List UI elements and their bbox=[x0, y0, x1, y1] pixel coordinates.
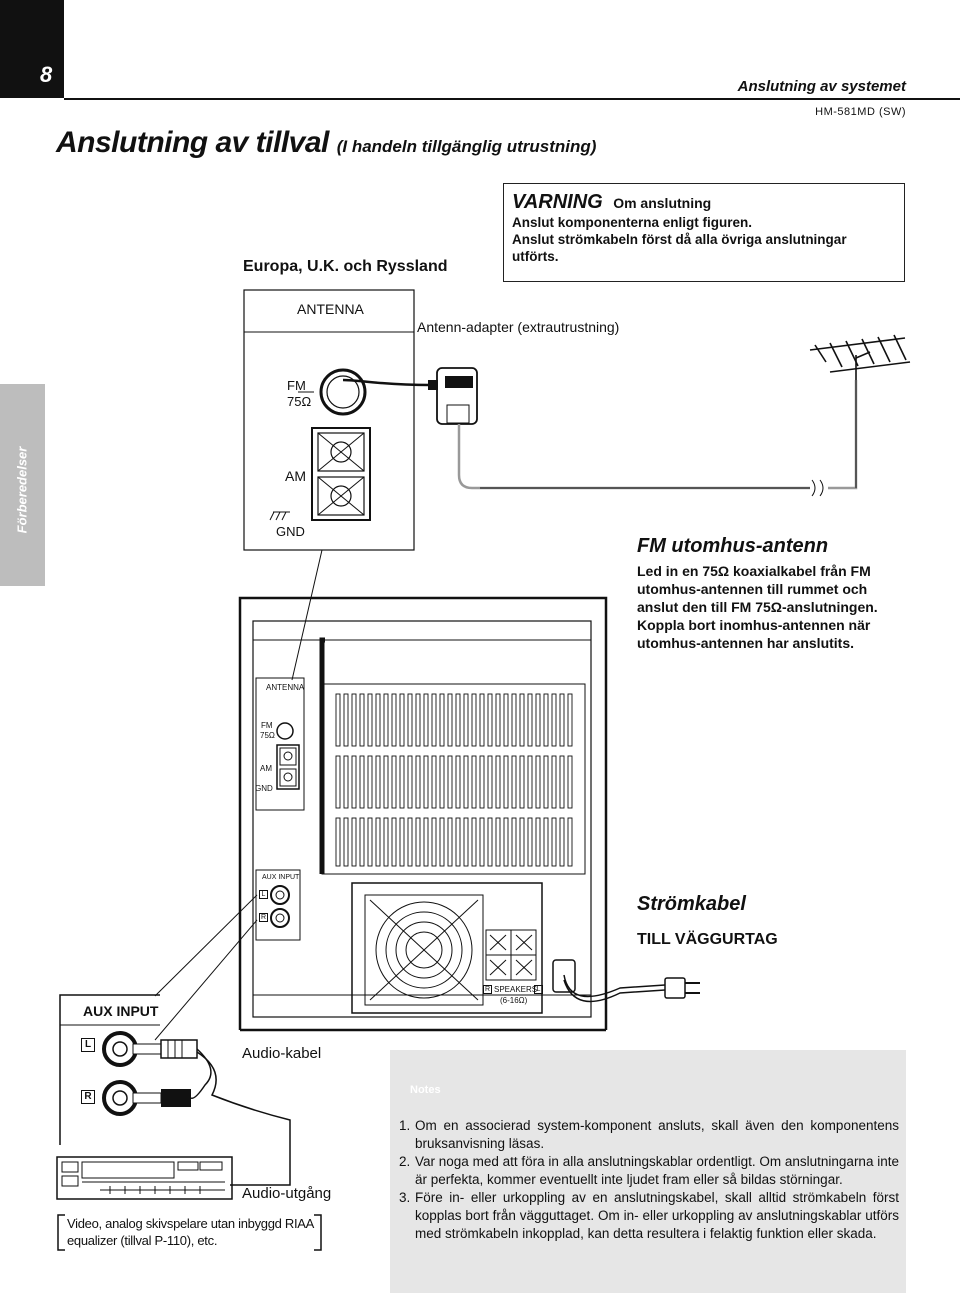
rear-speakers-l: L bbox=[534, 985, 543, 994]
note-number: 1. bbox=[399, 1118, 411, 1133]
warning-subtitle: Om anslutning bbox=[613, 195, 712, 211]
page-title-sub: (I handeln tillgänglig utrustning) bbox=[336, 137, 597, 156]
power-cable-title: Strömkabel bbox=[637, 893, 746, 915]
power-cable-subtitle: TILL VÄGGURTAG bbox=[637, 931, 778, 948]
rear-am-label: AM bbox=[260, 764, 272, 773]
rear-fm-ohm-label: 75Ω bbox=[260, 731, 275, 740]
audio-out-label: Audio-utgång bbox=[242, 1185, 332, 1202]
rear-speakers-r: R bbox=[483, 985, 492, 994]
rear-aux-label: AUX INPUT bbox=[262, 874, 300, 881]
audio-cable-plugs bbox=[132, 1039, 291, 1186]
page-number: 8 bbox=[40, 62, 53, 87]
fm-antenna-text: Led in en 75Ω koaxialkabel från FM utomh… bbox=[637, 562, 912, 652]
note-item: 1. Om en associerad system-komponent ans… bbox=[399, 1117, 899, 1153]
note-text: Var noga med att föra in alla anslutning… bbox=[415, 1154, 899, 1187]
page-number-box bbox=[0, 0, 64, 98]
notes-list: 1. Om en associerad system-komponent ans… bbox=[399, 1117, 899, 1243]
am-label: AM bbox=[285, 468, 306, 484]
gnd-symbol bbox=[269, 511, 290, 521]
warning-line: Anslut komponenterna enligt figuren. bbox=[512, 215, 753, 230]
bracket-left bbox=[57, 1214, 65, 1251]
note-text: Före in- eller urkoppling av en anslutni… bbox=[415, 1190, 899, 1241]
fm-antenna-title: FM utomhus-antenn bbox=[637, 535, 829, 557]
aux-l-label: L bbox=[81, 1038, 95, 1052]
video-device-icon bbox=[56, 1156, 233, 1200]
warning-line: Anslut strömkabeln först då alla övriga … bbox=[512, 232, 847, 247]
note-item: 2. Var noga med att föra in alla anslutn… bbox=[399, 1153, 899, 1189]
aux-r-label: R bbox=[81, 1090, 95, 1104]
rear-speakers-label: SPEAKERS bbox=[494, 985, 538, 994]
notes-box bbox=[390, 1050, 906, 1293]
bracket-right bbox=[314, 1214, 322, 1251]
fm-label-line2: 75Ω bbox=[287, 394, 312, 409]
model-number: HM-581MD (SW) bbox=[815, 106, 906, 118]
page-title-main: Anslutning av tillval bbox=[56, 126, 329, 159]
warning-line: utförts. bbox=[512, 249, 559, 264]
am-terminals bbox=[311, 427, 371, 521]
header-rule bbox=[64, 98, 960, 100]
fm-antenna-line: utomhus-antennen till rummet och bbox=[637, 581, 868, 597]
rear-antenna-label: ANTENNA bbox=[266, 683, 305, 692]
fm-label-line1: FM bbox=[287, 378, 306, 393]
vent-slots bbox=[335, 693, 573, 867]
page-title: Anslutning av tillval (I handeln tillgän… bbox=[56, 126, 596, 160]
section-heading: Anslutning av systemet bbox=[737, 78, 906, 95]
note-number: 2. bbox=[399, 1154, 411, 1169]
rear-aux-r: R bbox=[259, 913, 268, 922]
rear-speakers-impedance: (6-16Ω) bbox=[500, 996, 528, 1005]
power-cable bbox=[563, 974, 700, 1003]
aux-input-title: AUX INPUT bbox=[83, 1003, 159, 1019]
rear-gnd-label: GND bbox=[255, 784, 273, 793]
fm-label: FM 75Ω bbox=[287, 378, 311, 410]
unit-rear-panel bbox=[238, 596, 608, 1032]
notes-icon-label: Notes bbox=[410, 1084, 441, 1096]
antenna-adapter bbox=[428, 367, 478, 425]
fm-antenna-line: utomhus-antennen har anslutits. bbox=[637, 635, 855, 651]
gnd-label: GND bbox=[276, 524, 305, 539]
fm-antenna-line: Koppla bort inomhus-antennen när bbox=[637, 617, 871, 633]
outdoor-antenna-icon bbox=[809, 334, 911, 380]
note-item: 3. Före in- eller urkoppling av en anslu… bbox=[399, 1189, 899, 1243]
fm-jack bbox=[319, 368, 367, 416]
warning-title: VARNING bbox=[512, 191, 603, 213]
note-text: Om en associerad system-komponent anslut… bbox=[415, 1118, 899, 1151]
fm-antenna-line: anslut den till FM 75Ω-anslutningen. bbox=[637, 599, 878, 615]
fm-antenna-line: Led in en 75Ω koaxialkabel från FM bbox=[637, 563, 871, 579]
side-tab bbox=[0, 384, 45, 586]
note-number: 3. bbox=[399, 1190, 411, 1205]
audio-cable-label: Audio-kabel bbox=[242, 1045, 322, 1062]
region-label: Europa, U.K. och Ryssland bbox=[243, 258, 448, 275]
rear-aux-l: L bbox=[259, 890, 268, 899]
warning-box: VARNING Om anslutning Anslut komponenter… bbox=[503, 183, 905, 282]
antenna-panel-title: ANTENNA bbox=[297, 301, 364, 317]
adapter-label: Antenn-adapter (extrautrustning) bbox=[417, 319, 620, 335]
rear-fm-label: FM bbox=[261, 721, 273, 730]
antenna-panel-zoom bbox=[243, 289, 415, 551]
device-note: Video, analog skivspelare utan inbyggd R… bbox=[67, 1216, 314, 1248]
